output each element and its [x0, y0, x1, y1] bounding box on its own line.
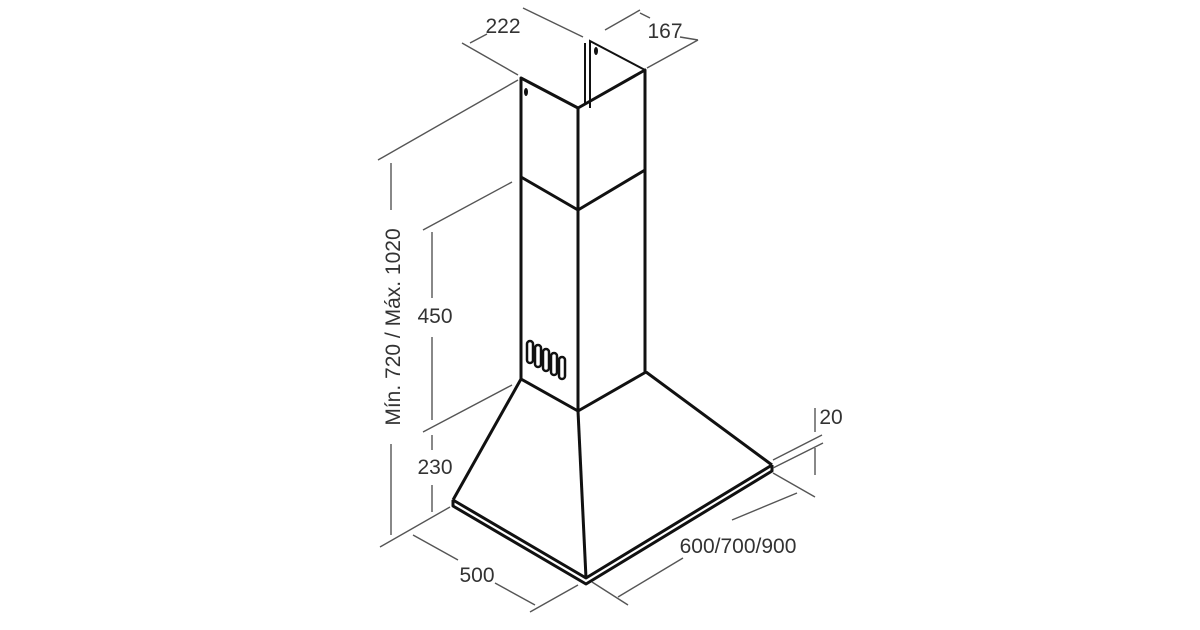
chimney-depth-label: 167	[647, 20, 682, 43]
screw-hole-icon	[524, 88, 528, 96]
lower-chimney	[519, 168, 647, 411]
base-thickness-label: 20	[819, 406, 842, 429]
total-height-label: Mín. 720 / Máx. 1020	[382, 228, 405, 425]
canopy	[451, 370, 774, 586]
chimney-width-label: 222	[485, 15, 520, 38]
lower-chimney-height-label: 450	[417, 305, 452, 328]
screw-hole-icon	[594, 47, 598, 55]
vent-slots-icon	[525, 339, 567, 381]
hood-width-label: 600/700/900	[680, 535, 797, 558]
hood-depth-label: 500	[459, 564, 494, 587]
dimension-lines	[377, 7, 824, 613]
canopy-height-label: 230	[417, 456, 452, 479]
upper-chimney	[519, 39, 647, 210]
